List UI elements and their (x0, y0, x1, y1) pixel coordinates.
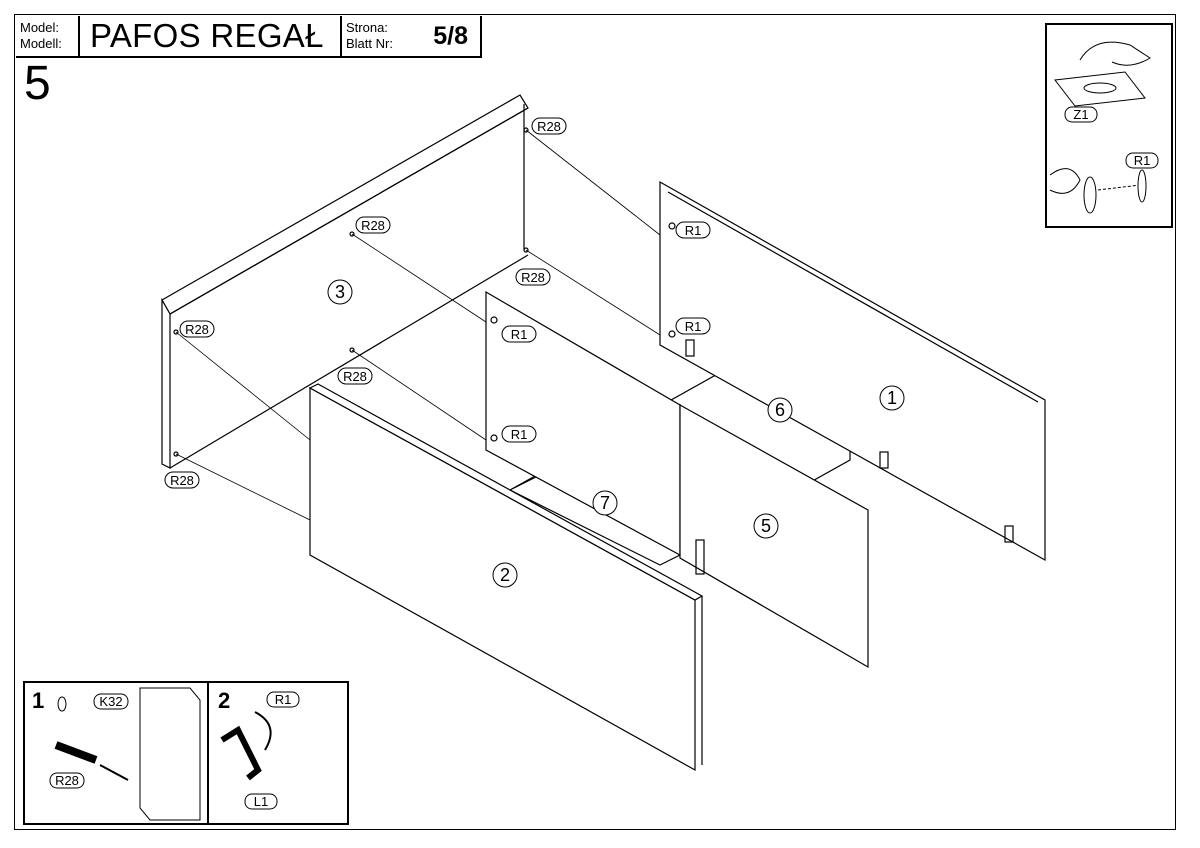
callout-r28-mid: R28 (361, 218, 385, 233)
model-label: Model: (20, 20, 60, 35)
callout-r1-d: R1 (511, 427, 528, 442)
callout-r28-bottom: R28 (170, 473, 194, 488)
callout-inset-r1: R1 (1134, 153, 1151, 168)
callout-r1-b: R1 (685, 319, 702, 334)
page-frame (14, 14, 1176, 830)
arrow-icon (99, 764, 129, 781)
callout-inset2-r1: R1 (275, 692, 292, 707)
page-label: Strona: (346, 20, 388, 35)
model-labels: Model: Modell: (16, 16, 80, 56)
inset-cover-detail: Z1 R1 (1045, 23, 1173, 228)
panel-number-1: 1 (887, 388, 897, 408)
panel-number-7: 7 (600, 493, 610, 513)
callout-r1-a: R1 (685, 223, 702, 238)
page-number: 5/8 (433, 22, 468, 50)
detail-step-2: 2 (218, 688, 230, 713)
back-panel-3-face (161, 297, 171, 469)
product-name: PAFOS REGAŁ (80, 16, 342, 56)
callout-r28-top: R28 (537, 119, 561, 134)
panel-number-3: 3 (335, 282, 345, 302)
side-panel-right (659, 180, 1046, 562)
page-info: Strona: Blatt Nr: 5/8 (342, 16, 480, 56)
hardware-callouts: R28 R28 R28 R28 R28 R28 R1 R1 R1 R1 (164, 117, 711, 489)
panel-number-6: 6 (775, 400, 785, 420)
panel-numbers: 1 2 3 5 6 7 (327, 279, 905, 588)
callout-l1: L1 (254, 794, 268, 809)
title-block: Model: Modell: PAFOS REGAŁ Strona: Blatt… (16, 16, 482, 58)
callout-r28-left: R28 (185, 322, 209, 337)
cam-lock-icon (1137, 169, 1147, 203)
callout-inset-r28: R28 (55, 773, 79, 788)
hand-icon (1079, 41, 1151, 66)
panel-outlines (161, 94, 1046, 772)
partition-5 (679, 403, 869, 669)
inset-detail-steps: 1 2 K32 R28 R1 R1 L1 (23, 681, 349, 825)
panel-number-2: 2 (500, 565, 510, 585)
callout-k32: K32 (99, 694, 122, 709)
callout-r1-c: R1 (511, 327, 528, 342)
detail-step-1: 1 (32, 688, 44, 713)
panel-number-5: 5 (761, 516, 771, 536)
callout-r28-lower: R28 (343, 369, 367, 384)
callout-r28-right: R28 (521, 270, 545, 285)
hex-key-icon (220, 725, 262, 781)
step-number: 5 (24, 57, 51, 110)
callout-z1: Z1 (1073, 107, 1088, 122)
modell-label: Modell: (20, 36, 62, 51)
sheet-label: Blatt Nr: (346, 36, 393, 51)
